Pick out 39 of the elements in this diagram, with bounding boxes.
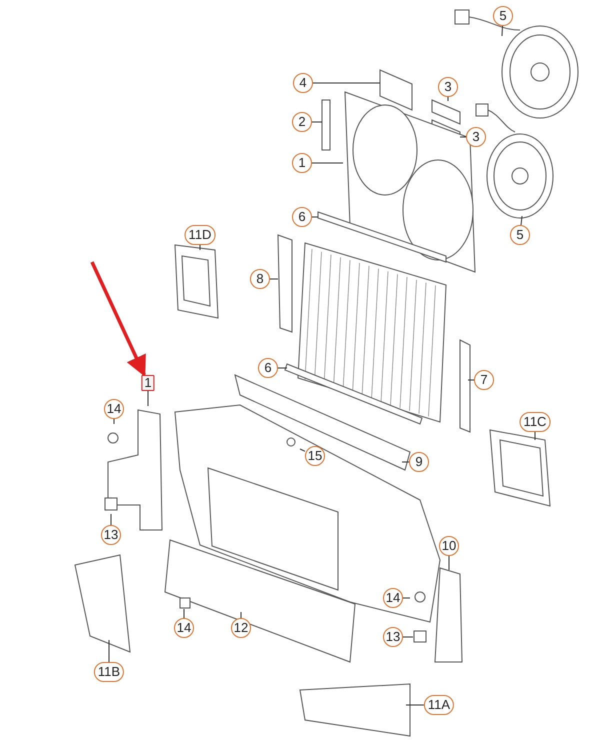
arrow <box>90 261 146 377</box>
callout-number: 5 <box>510 225 530 245</box>
callout-number: 11C <box>520 412 550 432</box>
leader-line <box>534 432 536 440</box>
callout-number: 3 <box>438 77 458 97</box>
callout-number: 5 <box>493 6 513 26</box>
leader-line <box>312 82 380 84</box>
callout-number: 10 <box>439 536 459 556</box>
leader-line <box>312 162 344 164</box>
leader-line <box>460 136 466 138</box>
callout-number: 6 <box>292 207 312 227</box>
callout-number: 13 <box>383 627 403 647</box>
callout-number: 14 <box>174 618 194 638</box>
callout-number: 9 <box>409 452 429 472</box>
leader-line <box>240 612 242 618</box>
callout-number: 1 <box>292 153 312 173</box>
callout-number: 6 <box>258 358 278 378</box>
leader-line <box>520 216 522 226</box>
leader-line <box>448 556 450 570</box>
leader-line <box>402 636 414 638</box>
leader-line <box>406 704 424 706</box>
callout-number: 4 <box>293 73 313 93</box>
callout-number: 1 <box>141 375 155 391</box>
leader-line <box>300 448 306 452</box>
callout-number: 7 <box>474 370 494 390</box>
callout-number: 11A <box>424 695 454 715</box>
leader-line <box>110 514 112 526</box>
callout-number: 13 <box>101 525 121 545</box>
callout-number: 14 <box>104 399 124 419</box>
callout-number: 11B <box>94 662 124 682</box>
callout-number: 12 <box>231 618 251 638</box>
callout-number: 8 <box>250 269 270 289</box>
leader-line <box>502 26 503 36</box>
callout-number: 3 <box>466 127 486 147</box>
callout-number: 2 <box>292 112 312 132</box>
leader-line <box>108 640 110 662</box>
callout-number: 11D <box>184 225 216 245</box>
leader-line <box>312 216 318 218</box>
leader-line <box>270 278 278 280</box>
